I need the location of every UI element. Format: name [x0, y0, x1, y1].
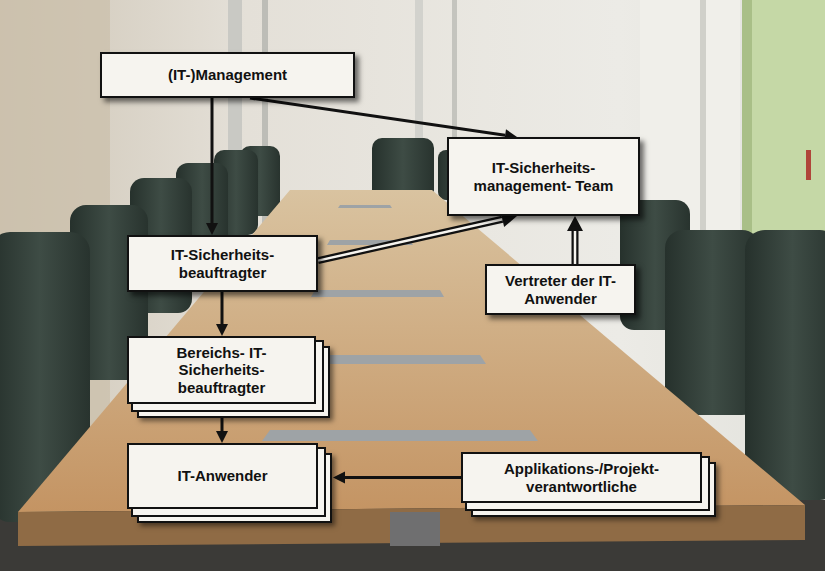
- double-line-inner: [574, 231, 577, 264]
- role-stack-box: Bereichs- IT-Sicherheits- beauftragter: [127, 336, 316, 404]
- arrow: [333, 472, 461, 484]
- table-strip: [262, 430, 538, 441]
- role-label: IT-Anwender: [177, 467, 267, 484]
- table-strip: [311, 290, 444, 297]
- role-label: (IT-)Management: [168, 66, 287, 83]
- table-strip: [289, 355, 486, 364]
- table-strip: [338, 205, 392, 208]
- arrow: [250, 98, 517, 141]
- arrow-head: [567, 216, 583, 231]
- role-label: IT-Sicherheits- beauftragter: [139, 246, 306, 281]
- double-line-inner: [318, 219, 502, 260]
- management-box: (IT-)Management: [100, 52, 355, 98]
- team-box: IT-Sicherheits- management- Team: [447, 137, 640, 216]
- arrow-head: [216, 324, 228, 336]
- role-label: Vertreter der IT-Anwender: [497, 272, 624, 307]
- role-stack-box: IT-Anwender: [127, 443, 318, 509]
- door-handle: [806, 150, 811, 180]
- role-label: Bereichs- IT-Sicherheits- beauftragter: [139, 344, 304, 396]
- arrow-head: [333, 472, 345, 484]
- arrow: [216, 292, 228, 336]
- role-stack-box: Applikations-/Projekt- verantwortliche: [461, 452, 702, 503]
- double-arrow: [567, 216, 583, 264]
- role-label: Applikations-/Projekt- verantwortliche: [473, 460, 690, 495]
- table-top: [18, 190, 805, 512]
- role-box: IT-Sicherheits- beauftragter: [127, 235, 318, 292]
- arrow: [216, 404, 228, 443]
- arrow: [206, 98, 218, 235]
- role-box: Vertreter der IT-Anwender: [485, 264, 636, 315]
- line: [211, 98, 214, 223]
- role-label: IT-Sicherheits- management- Team: [459, 159, 628, 194]
- line: [345, 476, 461, 479]
- chair: [745, 230, 825, 500]
- window-frame: [452, 0, 457, 140]
- arrow-head: [216, 431, 228, 443]
- table-edge: [18, 505, 805, 546]
- arrow-head: [206, 223, 218, 235]
- line: [221, 292, 224, 324]
- table-plate: [390, 512, 440, 546]
- line: [250, 98, 505, 135]
- double-line-outer: [572, 231, 579, 264]
- line: [221, 404, 224, 431]
- double-line-outer: [318, 219, 502, 260]
- double-arrow: [318, 211, 517, 260]
